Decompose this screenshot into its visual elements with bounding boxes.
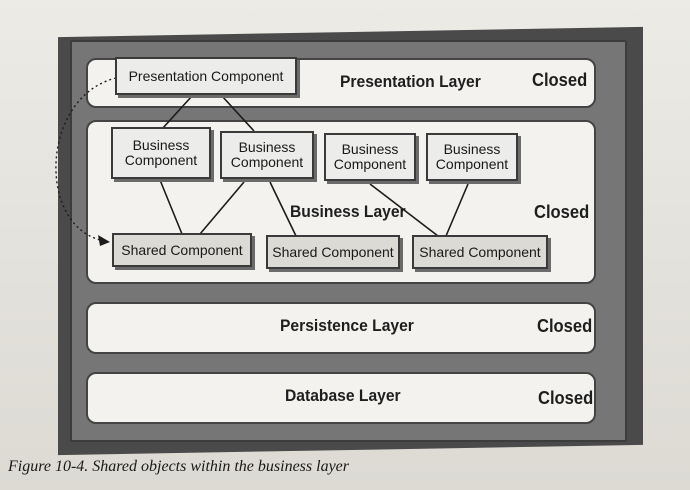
business-component: Business Component [426, 133, 518, 181]
persistence-layer-title: Persistence Layer [280, 316, 414, 335]
database-layer-title: Database Layer [285, 386, 401, 405]
business-component-label: Business Component [333, 141, 407, 172]
presentation-layer-status: Closed [532, 70, 588, 90]
shared-component: Shared Component [112, 233, 252, 267]
shared-component-label: Shared Component [121, 241, 243, 258]
dotted-arrowhead [98, 235, 110, 246]
shared-component-label: Shared Component [272, 243, 394, 260]
figure-caption: Figure 10-4. Shared objects within the b… [8, 458, 349, 475]
link-presentation-to-business-1 [161, 95, 193, 130]
shared-component-label: Shared Component [419, 243, 541, 260]
dotted-shared-reference [55, 77, 117, 241]
shared-component: Shared Component [266, 235, 400, 269]
database-layer [86, 372, 596, 424]
business-component: Business Component [220, 131, 314, 179]
link-business3-to-shared3 [369, 183, 439, 237]
business-component-label: Business Component [435, 141, 509, 172]
business-component-label: Business Component [230, 139, 304, 170]
presentation-component: Presentation Component [115, 57, 297, 95]
link-presentation-to-business-2 [221, 95, 255, 132]
business-component-label: Business Component [124, 137, 198, 168]
business-component: Business Component [111, 127, 211, 179]
link-business2-to-shared1 [199, 181, 245, 235]
link-business1-to-shared1 [159, 179, 183, 235]
link-business4-to-shared3 [445, 183, 469, 237]
persistence-layer-status: Closed [537, 316, 593, 336]
database-layer-status: Closed [538, 388, 594, 408]
business-layer-title: Business Layer [290, 202, 406, 221]
link-business2-to-shared2 [269, 181, 297, 237]
presentation-component-label: Presentation Component [128, 67, 284, 84]
business-layer-status: Closed [534, 202, 590, 222]
persistence-layer [86, 302, 596, 354]
shared-component: Shared Component [412, 235, 548, 269]
business-component: Business Component [324, 133, 416, 181]
presentation-layer-title: Presentation Layer [340, 72, 481, 91]
